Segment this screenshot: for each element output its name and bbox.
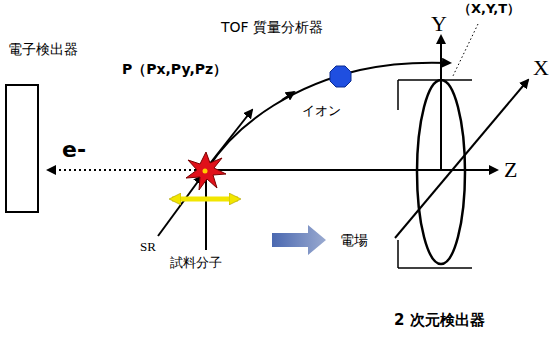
ionization-point bbox=[203, 169, 208, 174]
axis-label: Z bbox=[504, 158, 517, 182]
beam-label: SR bbox=[140, 240, 156, 254]
ionization-burst bbox=[186, 152, 226, 190]
field-label: 電場 bbox=[340, 233, 368, 248]
part-label: 電子検出器 bbox=[8, 42, 78, 57]
electron-label: e- bbox=[62, 138, 86, 162]
detector-frame bbox=[397, 80, 399, 110]
detector-frame bbox=[398, 79, 472, 81]
axis-label: X bbox=[533, 56, 549, 80]
electron-detector bbox=[6, 85, 38, 212]
x-axis bbox=[395, 80, 528, 238]
sample-stem bbox=[205, 172, 207, 250]
polarization-arrow bbox=[172, 197, 238, 202]
axis-label: Y bbox=[431, 12, 447, 36]
ion-trajectory-arrow bbox=[282, 92, 294, 100]
electron-path bbox=[48, 169, 196, 171]
part-label: 試料分子 bbox=[170, 256, 222, 270]
diagram-title: TOF 質量分析器 bbox=[221, 20, 323, 35]
coordinate-label: （X,Y,T） bbox=[458, 2, 520, 16]
momentum-label: P（Px,Py,Pz） bbox=[122, 62, 227, 77]
part-label: 2 次元検出器 bbox=[394, 312, 485, 329]
ion-trajectory bbox=[208, 63, 450, 168]
ion-label: イオン bbox=[302, 104, 341, 118]
detector-frame bbox=[398, 267, 472, 269]
field-arrow bbox=[272, 225, 326, 255]
sr-beam bbox=[158, 176, 202, 236]
leader-line bbox=[452, 24, 478, 78]
detector-frame bbox=[397, 240, 399, 268]
y-axis bbox=[440, 36, 442, 170]
ion-symbol bbox=[330, 66, 351, 87]
